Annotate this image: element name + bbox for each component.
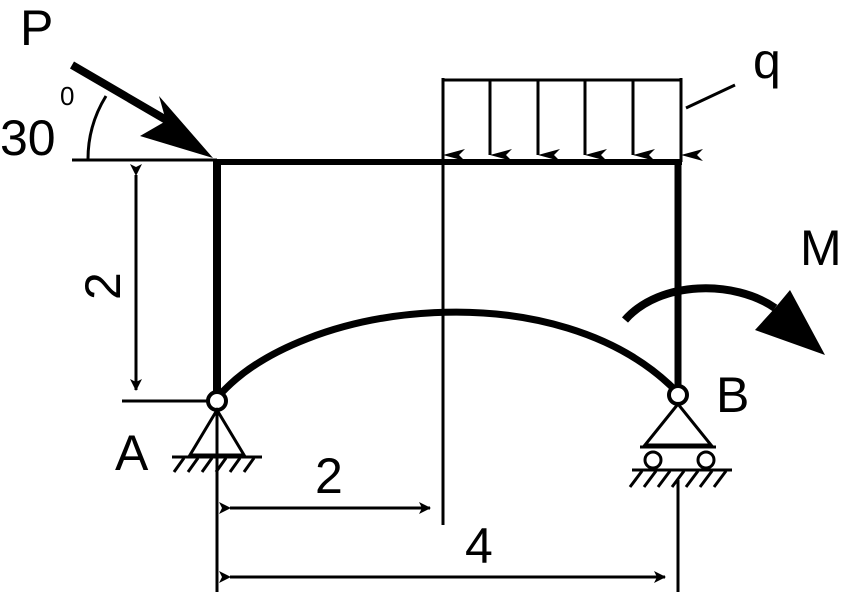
support-b-hatching [628, 470, 728, 488]
moment-arc [621, 284, 778, 323]
dimension-height [130, 164, 142, 391]
support-b-roller [643, 450, 663, 470]
force-p [69, 61, 217, 162]
label-b: B [716, 367, 749, 423]
support-a-hatching [172, 457, 256, 473]
label-a: A [115, 425, 149, 481]
support-b-triangle [641, 401, 715, 447]
support-b-roller [696, 450, 716, 470]
label-p: P [20, 0, 53, 56]
arch [214, 308, 681, 401]
moment-arrowhead [755, 290, 825, 355]
dimension-span [215, 410, 680, 592]
force-p-arrowhead [140, 96, 213, 158]
label-span-left: 2 [315, 448, 343, 504]
label-height: 2 [75, 272, 131, 300]
label-span-total: 4 [465, 518, 493, 574]
moment-m [621, 284, 825, 355]
label-q: q [753, 33, 781, 89]
label-angle-degree: 0 [60, 81, 74, 111]
support-b-hinge [667, 384, 689, 406]
label-angle: 30 [0, 110, 56, 166]
distributed-load-q [441, 78, 736, 162]
q-leader-line [685, 83, 736, 110]
angle-arc [86, 95, 108, 161]
label-m: M [800, 220, 842, 276]
frame [213, 159, 682, 400]
force-p-shaft [69, 61, 183, 132]
support-b [628, 384, 732, 488]
